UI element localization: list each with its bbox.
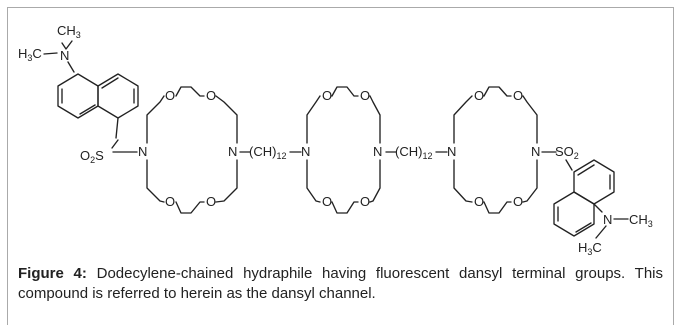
bond	[595, 225, 607, 239]
bond	[97, 73, 139, 119]
bond	[577, 164, 595, 176]
bond	[101, 77, 119, 89]
caption-text: Dodecylene-chained hydraphile having flu…	[18, 265, 663, 302]
atom-label: O	[513, 194, 523, 209]
caption-label: Figure 4:	[18, 265, 87, 282]
bond	[522, 159, 538, 203]
bond	[215, 95, 238, 144]
atom-label: O	[322, 194, 332, 209]
atom-label: H3C	[578, 240, 602, 257]
atom-label: N	[447, 144, 456, 159]
bond	[565, 159, 573, 171]
bond	[483, 201, 512, 214]
bond	[115, 117, 119, 139]
crown-ether-ring-3: N N O O O O	[447, 86, 540, 214]
bond	[522, 95, 538, 144]
atom-label: O	[165, 194, 175, 209]
chemical-structure: CH3 H3C N O2S N N O O O O (CH)12	[18, 23, 653, 257]
bond	[146, 95, 165, 144]
atom-label: N	[138, 144, 147, 159]
bond	[453, 95, 473, 144]
atom-label: N	[60, 48, 69, 63]
bond	[175, 86, 205, 97]
atom-label: O2S	[80, 148, 104, 165]
atom-label: O	[322, 88, 332, 103]
bond	[306, 159, 321, 203]
atom-label: SO2	[555, 144, 579, 161]
atom-label: O	[474, 194, 484, 209]
atom-label: CH3	[629, 212, 653, 229]
atom-label: (CH)12	[249, 144, 286, 161]
atom-label: O	[474, 88, 484, 103]
left-dansyl-group: CH3 H3C N O2S	[18, 23, 139, 165]
atom-label: O	[360, 194, 370, 209]
crown-ether-ring-1: N N O O O O	[138, 86, 238, 214]
atom-label: N	[301, 144, 310, 159]
dodecylene-chain-1: (CH)12	[239, 144, 302, 161]
crown-ether-ring-2: N N O O O O	[301, 86, 382, 214]
bond	[306, 95, 321, 144]
figure-frame	[7, 7, 674, 325]
atom-label: O	[513, 88, 523, 103]
bond	[331, 86, 359, 97]
bond	[553, 191, 595, 237]
atom-label: N	[603, 212, 612, 227]
bond	[67, 61, 75, 73]
atom-label: (CH)12	[395, 144, 432, 161]
bond	[369, 159, 381, 203]
bond	[453, 159, 473, 203]
atom-label: O	[206, 194, 216, 209]
dodecylene-chain-2: (CH)12	[385, 144, 448, 161]
atom-label: O	[206, 88, 216, 103]
bond	[146, 159, 165, 203]
atom-label: H3C	[18, 46, 42, 63]
bond	[111, 139, 119, 149]
bond	[573, 159, 615, 205]
bond	[61, 40, 73, 50]
bond	[593, 203, 603, 213]
atom-label: CH3	[57, 23, 81, 40]
atom-label: N	[373, 144, 382, 159]
bond	[175, 201, 205, 214]
bond	[331, 201, 359, 214]
atom-label: O	[360, 88, 370, 103]
atom-label: N	[531, 144, 540, 159]
bond	[215, 159, 238, 203]
figure-caption: Figure 4: Dodecylene-chained hydraphile …	[18, 264, 663, 304]
bond	[369, 95, 381, 144]
right-dansyl-group: SO2 N CH3 H3C	[541, 144, 653, 257]
bond	[575, 222, 592, 233]
atom-label: O	[165, 88, 175, 103]
bond	[57, 73, 99, 119]
bond	[79, 104, 96, 115]
bond	[483, 86, 512, 97]
atom-label: N	[228, 144, 237, 159]
bond	[43, 52, 58, 55]
